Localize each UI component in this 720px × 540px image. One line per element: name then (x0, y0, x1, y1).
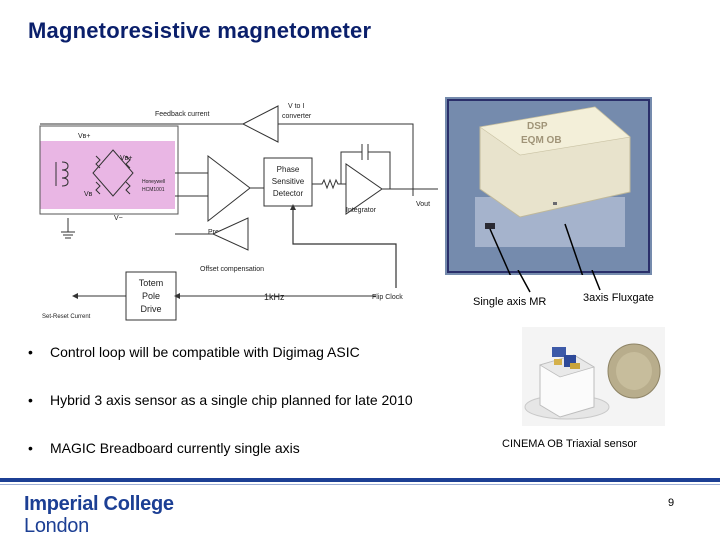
wheatstone-bridge (92, 149, 134, 197)
box-text-line1: DSP (527, 121, 548, 132)
sensitive-label: Sensitive (272, 177, 305, 186)
integrator (345, 163, 383, 215)
converter-label: converter (282, 113, 312, 120)
feedback-current-label: Feedback current (155, 111, 210, 118)
footer-divider-thin (0, 484, 720, 485)
vb-label: Vʙ (84, 191, 93, 198)
fluxgate-label: 3axis Fluxgate (583, 292, 654, 304)
list-item: • Control loop will be compatible with D… (28, 344, 488, 392)
logo-line2: London (24, 515, 89, 537)
flip-clock-label: Flip Clock (372, 294, 403, 301)
integrator-label: Integrator (346, 207, 377, 214)
drive-label: Drive (140, 304, 161, 314)
cinema-caption: CINEMA OB Triaxial sensor (502, 438, 638, 450)
v-to-i-converter (241, 105, 279, 143)
vb-plus-top-label: Vʙ+ (78, 133, 90, 140)
phase-detector-box (263, 157, 313, 207)
list-item: • MAGIC Breadboard currently single axis (28, 440, 488, 488)
circuit-diagram: Vʙ+ Vʙ+ Vʙ V− Honeywell HCM1001 Feedback… (39, 103, 438, 321)
list-item: • Hybrid 3 axis sensor as a single chip … (28, 392, 488, 440)
bullet-text: Control loop will be compatible with Dig… (50, 344, 360, 360)
set-reset-label: Set-Reset Current (42, 314, 91, 320)
detector-label: Detector (273, 189, 304, 198)
vout-label: Vout (416, 201, 430, 208)
freq-label: 1kHz (264, 292, 285, 302)
bullet-list: • Control loop will be compatible with D… (28, 344, 488, 488)
phase-label: Phase (277, 165, 300, 174)
vb-plus-label: Vʙ+ (120, 155, 132, 162)
slide-title: Magnetoresistive magnetometer (28, 18, 372, 43)
sensor-region (40, 141, 175, 209)
coil-icon (55, 161, 69, 187)
preamp (207, 154, 251, 223)
ground-icon (61, 218, 75, 239)
offset-compensation-label: Offset compensation (200, 266, 264, 273)
bullet-text: Hybrid 3 axis sensor as a single chip pl… (50, 392, 413, 408)
sensor-photo: DSP EQM OB (445, 97, 652, 275)
bullet-marker: • (28, 392, 33, 408)
bullet-marker: • (28, 440, 33, 456)
offset-amp (211, 217, 249, 251)
box-text-line2: EQM OB (521, 135, 562, 146)
bullet-text: MAGIC Breadboard currently single axis (50, 440, 300, 456)
pointer-lines (517, 270, 601, 293)
page-number: 9 (668, 497, 675, 509)
totem-label: Totem (139, 278, 164, 288)
cinema-sensor-photo (522, 327, 665, 426)
v-minus-label: V− (114, 215, 123, 222)
footer-divider (0, 478, 720, 482)
logo-line1: Imperial College (24, 493, 174, 515)
pole-label: Pole (142, 291, 160, 301)
honeywell-label: Honeywell (142, 179, 165, 185)
mr-label: Single axis MR (473, 296, 547, 308)
mr-chip (485, 223, 495, 229)
v-to-i-label: V to I (288, 103, 304, 110)
bullet-marker: • (28, 344, 33, 360)
hmc-label: HCM1001 (142, 187, 165, 193)
resistor (312, 178, 346, 190)
